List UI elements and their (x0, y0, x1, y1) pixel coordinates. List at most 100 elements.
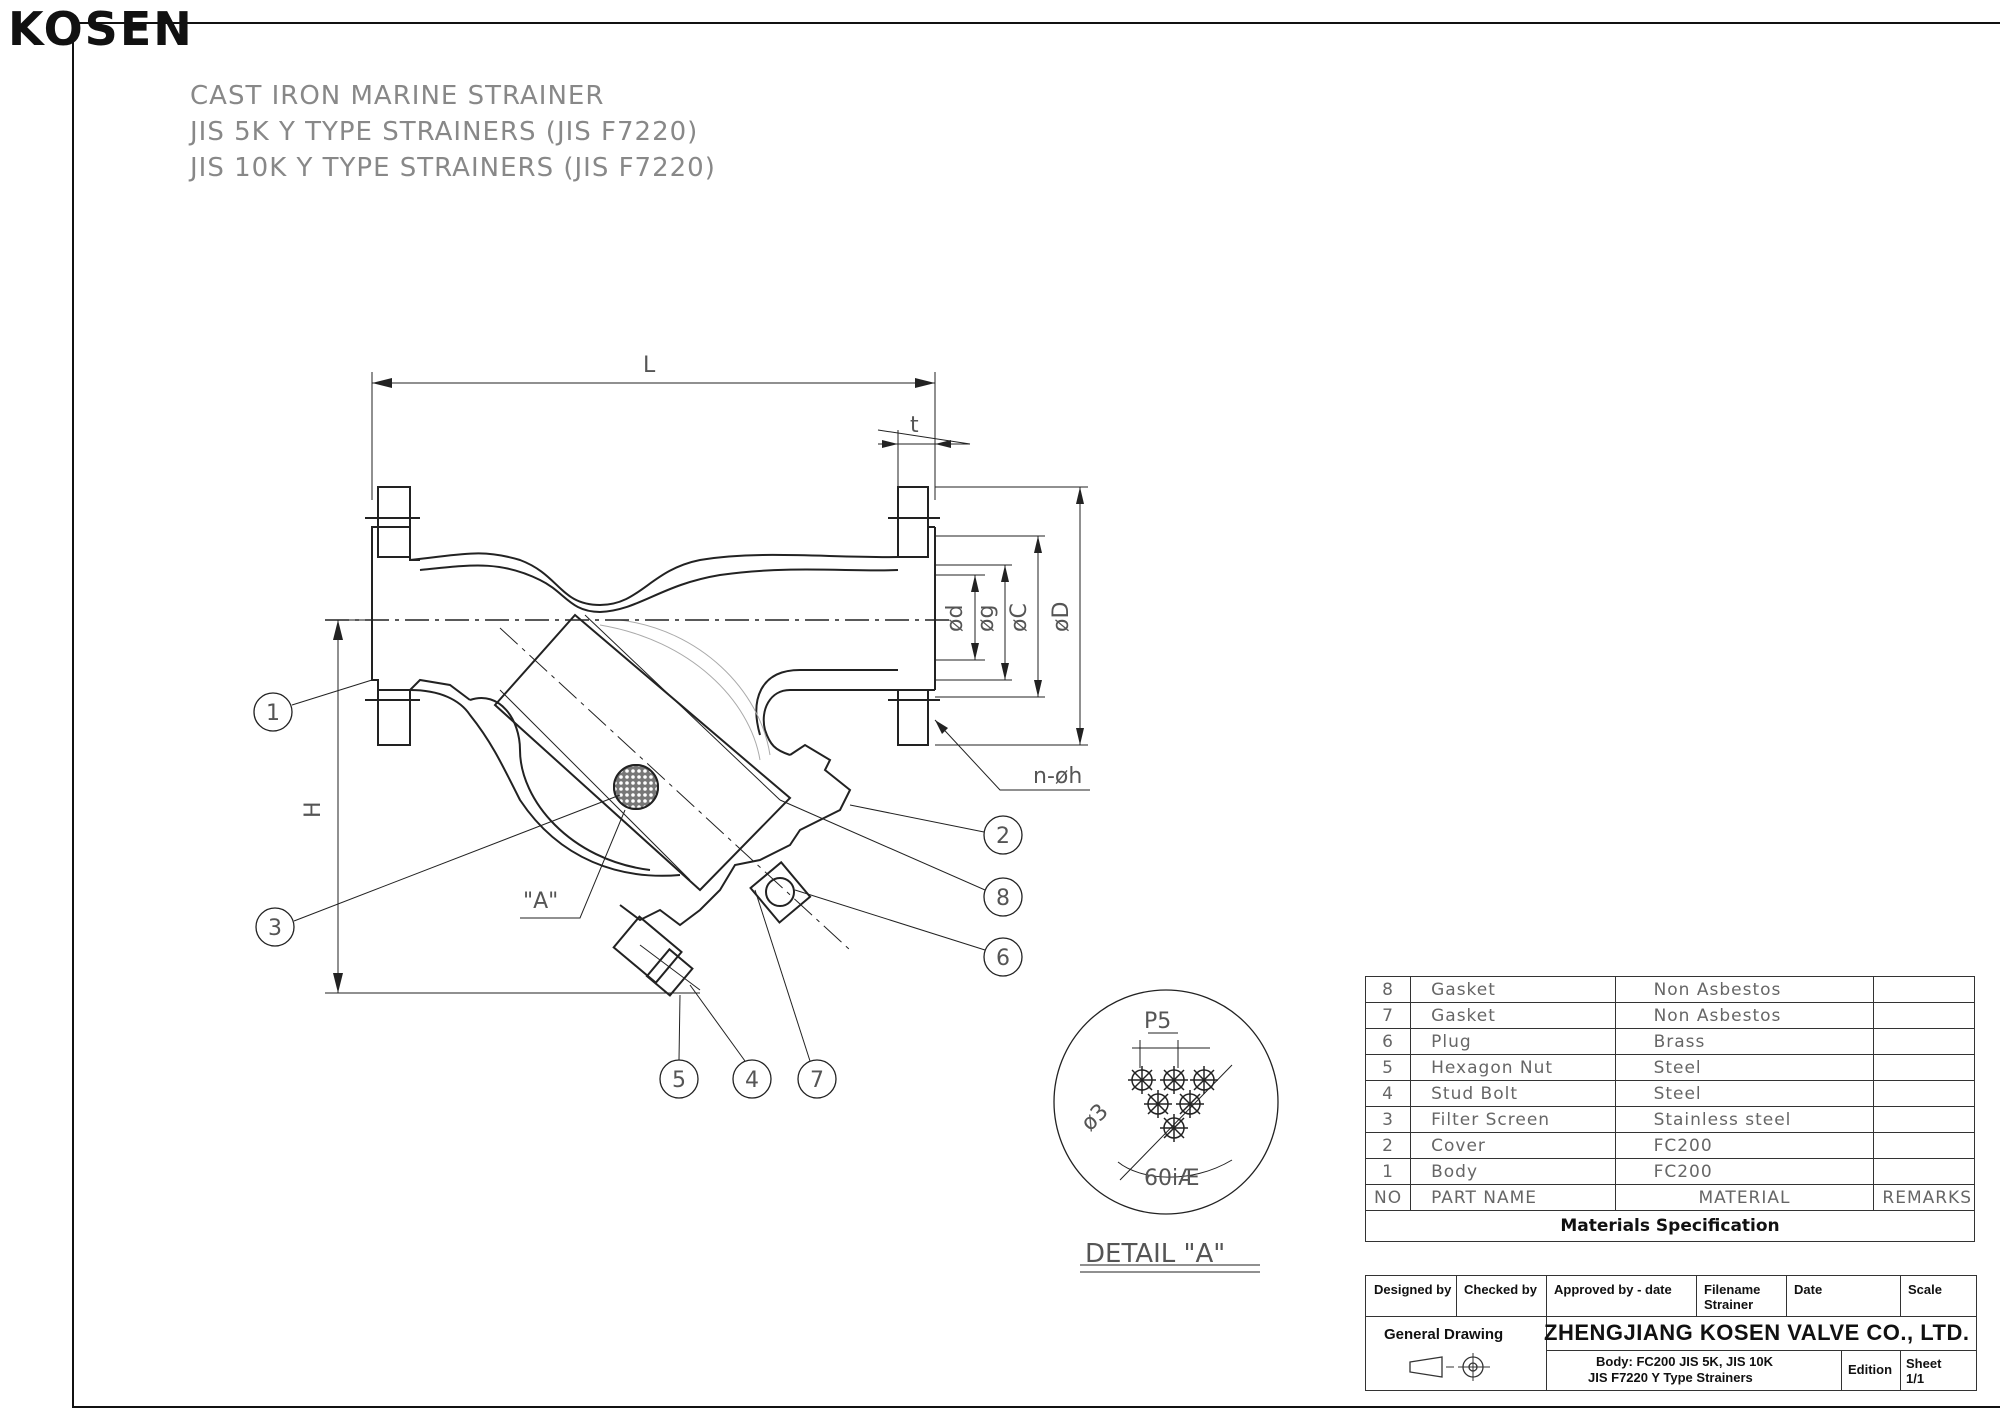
body-line-2: JIS F7220 Y Type Strainers (1588, 1370, 1753, 1385)
designed-by-label: Designed by (1374, 1282, 1452, 1297)
detail-angle: 60iÆ (1144, 1166, 1200, 1191)
header-part-name: PART NAME (1410, 1184, 1616, 1211)
dim-d: ød (943, 605, 968, 632)
part-no: 3 (1364, 1106, 1412, 1133)
table-row: 4 Stud Bolt Steel (1364, 1080, 1975, 1107)
table-row: 1 Body FC200 (1364, 1158, 1975, 1185)
materials-spec-title: Materials Specification (1365, 1210, 1975, 1242)
part-material: Brass (1614, 1028, 1875, 1055)
header-material: MATERIAL (1614, 1184, 1875, 1211)
part-no: 8 (1364, 976, 1412, 1003)
part-no: 6 (1364, 1028, 1412, 1055)
balloon-7: 7 (810, 1068, 824, 1093)
tb-divider (1366, 1316, 1976, 1317)
part-name: Stud Bolt (1410, 1080, 1616, 1107)
part-remarks (1873, 1002, 1975, 1029)
table-row: 6 Plug Brass (1364, 1028, 1975, 1055)
part-remarks (1873, 976, 1975, 1003)
table-row: 5 Hexagon Nut Steel (1364, 1054, 1975, 1081)
header-no: NO (1364, 1184, 1412, 1211)
sheet-value: 1/1 (1906, 1371, 1925, 1386)
dim-H: H (301, 801, 326, 818)
tb-divider (1456, 1276, 1457, 1316)
scale-label: Scale (1908, 1282, 1942, 1297)
tb-divider (1841, 1350, 1842, 1390)
filename-value: Strainer (1704, 1297, 1754, 1312)
tb-divider (1900, 1350, 1901, 1390)
dim-n-h: n-øh (1033, 764, 1082, 789)
balloon-8: 8 (996, 886, 1010, 911)
dim-C: øC (1007, 603, 1032, 632)
part-no: 1 (1364, 1158, 1412, 1185)
title-line-1: CAST IRON MARINE STRAINER (190, 81, 605, 111)
checked-by-label: Checked by (1464, 1282, 1537, 1297)
part-name: Cover (1410, 1132, 1616, 1159)
tb-divider (1546, 1276, 1547, 1390)
part-name: Gasket (1410, 976, 1616, 1003)
tb-divider (1786, 1276, 1787, 1316)
part-material: Stainless steel (1614, 1106, 1875, 1133)
drawing-frame (72, 22, 2000, 1408)
table-row: 8 Gasket Non Asbestos (1364, 976, 1975, 1003)
part-remarks (1873, 1158, 1975, 1185)
kosen-logo: KOSEN (8, 2, 194, 56)
part-material: Steel (1614, 1080, 1875, 1107)
table-row: 2 Cover FC200 (1364, 1132, 1975, 1159)
date-label: Date (1794, 1282, 1823, 1297)
title-line-3: JIS 10K Y TYPE STRAINERS (JIS F7220) (190, 153, 716, 183)
part-material: Non Asbestos (1614, 1002, 1875, 1029)
parts-table: 8 Gasket Non Asbestos 7 Gasket Non Asbes… (1364, 976, 1975, 1242)
balloon-6: 6 (996, 946, 1010, 971)
balloon-2: 2 (996, 824, 1010, 849)
part-remarks (1873, 1080, 1975, 1107)
part-name: Hexagon Nut (1410, 1054, 1616, 1081)
dim-D: øD (1049, 602, 1074, 632)
title-block: Designed by Checked by Approved by - dat… (1365, 1275, 1977, 1391)
dim-t: t (910, 413, 919, 438)
part-name: Body (1410, 1158, 1616, 1185)
detail-pitch: P5 (1144, 1009, 1171, 1034)
part-no: 7 (1364, 1002, 1412, 1029)
filename-label: Filename (1704, 1282, 1761, 1297)
header-remarks: REMARKS (1873, 1184, 1975, 1211)
part-material: Steel (1614, 1054, 1875, 1081)
detail-a-callout: "A" (523, 889, 558, 914)
sheet-label: Sheet (1906, 1356, 1942, 1371)
title-line-2: JIS 5K Y TYPE STRAINERS (JIS F7220) (190, 117, 699, 147)
body-line-1: Body: FC200 JIS 5K, JIS 10K (1596, 1354, 1774, 1369)
part-name: Gasket (1410, 1002, 1616, 1029)
spec-row: Materials Specification (1365, 1210, 1975, 1242)
tb-divider (1696, 1276, 1697, 1316)
detail-label: DETAIL "A" (1085, 1239, 1225, 1269)
table-header-row: NO PART NAME MATERIAL REMARKS (1364, 1184, 1975, 1211)
dim-g: øg (974, 605, 999, 632)
part-material: FC200 (1614, 1158, 1875, 1185)
dim-L: L (643, 353, 656, 378)
table-row: 3 Filter Screen Stainless steel (1364, 1106, 1975, 1133)
detail-hole: ø3 (1077, 1099, 1114, 1136)
company-name: ZHENGJIANG KOSEN VALVE CO., LTD. (1544, 1320, 1970, 1345)
part-remarks (1873, 1028, 1975, 1055)
approved-by-label: Approved by - date (1554, 1282, 1672, 1297)
part-no: 4 (1364, 1080, 1412, 1107)
part-remarks (1873, 1106, 1975, 1133)
part-material: Non Asbestos (1614, 976, 1875, 1003)
drawing-titles: CAST IRON MARINE STRAINER JIS 5K Y TYPE … (190, 78, 716, 186)
balloon-3: 3 (268, 916, 282, 941)
part-material: FC200 (1614, 1132, 1875, 1159)
balloon-4: 4 (745, 1068, 759, 1093)
edition-label: Edition (1848, 1362, 1893, 1377)
table-row: 7 Gasket Non Asbestos (1364, 1002, 1975, 1029)
part-no: 5 (1364, 1054, 1412, 1081)
part-remarks (1873, 1132, 1975, 1159)
projection-symbol-icon (1409, 1353, 1490, 1381)
drawing-type: General Drawing (1384, 1326, 1504, 1343)
part-name: Plug (1410, 1028, 1616, 1055)
balloon-5: 5 (672, 1068, 686, 1093)
tb-divider (1546, 1350, 1976, 1351)
balloon-1: 1 (266, 701, 280, 726)
tb-divider (1900, 1276, 1901, 1316)
part-name: Filter Screen (1410, 1106, 1616, 1133)
part-no: 2 (1364, 1132, 1412, 1159)
